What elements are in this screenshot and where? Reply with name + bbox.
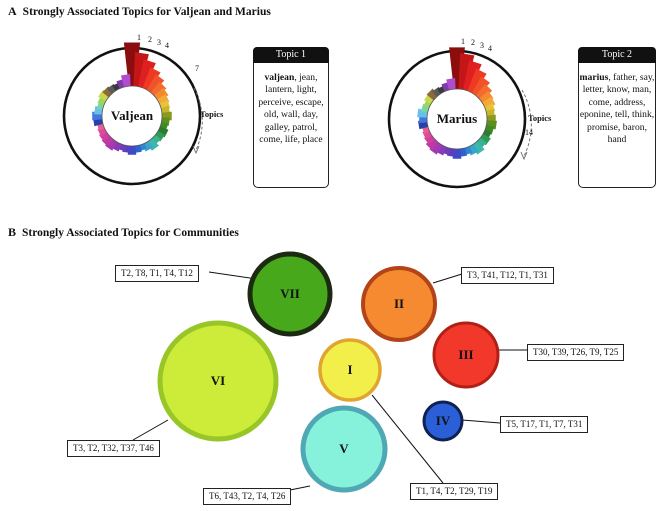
marius-topics-arrow bbox=[521, 89, 532, 157]
topic-2-box: Topic 2 marius, father, say, letter, kno… bbox=[578, 47, 656, 188]
topic-bar bbox=[157, 126, 169, 138]
topic-bar bbox=[146, 74, 165, 94]
topic-bar bbox=[101, 134, 114, 147]
community-vii-topics: T2, T8, T1, T4, T12 bbox=[115, 265, 199, 282]
connector-ii bbox=[432, 273, 463, 284]
topic-bar bbox=[105, 138, 118, 151]
panel-b-letter: B bbox=[8, 225, 17, 239]
topic-bar bbox=[479, 133, 491, 146]
community-ii-label: II bbox=[393, 296, 405, 311]
valjean-rank-3: 3 bbox=[157, 38, 161, 47]
valjean-arrow-head bbox=[192, 145, 200, 155]
marius-arrow-head bbox=[520, 151, 528, 161]
panel-a-title: A Strongly Associated Topics for Valjean … bbox=[8, 4, 271, 19]
community-v-topics: T6, T43, T2, T4, T26 bbox=[203, 488, 292, 505]
connector-iv bbox=[461, 419, 501, 424]
topic-bar bbox=[425, 137, 439, 151]
community-vi-circle bbox=[157, 320, 279, 442]
community-connectors bbox=[132, 271, 528, 494]
community-ii-topics: T3, T41, T12, T1, T31 bbox=[461, 267, 554, 284]
topic-1-box: Topic 1 valjean, jean, lantern, light, p… bbox=[253, 47, 329, 188]
connector-vi bbox=[132, 419, 169, 441]
community-i-circle bbox=[318, 338, 382, 402]
marius-inner-circle bbox=[426, 88, 488, 150]
panel-b-title: B Strongly Associated Topics for Communit… bbox=[8, 225, 239, 240]
community-iii-circle bbox=[432, 321, 500, 389]
topic-2-keyword: marius bbox=[579, 72, 609, 83]
panel-a-title-text: Strongly Associated Topics for Valjean a… bbox=[22, 6, 271, 18]
marius-radial-chart bbox=[387, 47, 532, 189]
topic-2-words: marius, father, say, letter, know, man, … bbox=[579, 66, 655, 146]
topic-bar bbox=[479, 90, 494, 105]
topic-bar bbox=[429, 141, 443, 155]
topic-bar bbox=[463, 60, 482, 92]
marius-topics-label: Topics bbox=[528, 113, 552, 123]
community-i-label: I bbox=[347, 362, 353, 377]
panel-a-letter: A bbox=[8, 4, 17, 18]
marius-topic-bars bbox=[417, 47, 497, 159]
topic-2-header: Topic 2 bbox=[578, 47, 656, 63]
topic-bar bbox=[471, 141, 485, 155]
topic-1-other-words: , jean, lantern, light, perceive, escape… bbox=[258, 72, 324, 146]
topic-1-keyword: valjean bbox=[264, 72, 295, 83]
topic-1-header: Topic 1 bbox=[253, 47, 329, 63]
topic-bar bbox=[150, 81, 167, 98]
community-iv-topics: T5, T17, T1, T7, T31 bbox=[500, 416, 589, 433]
topic-bar bbox=[120, 74, 131, 88]
panel-b-title-text: Strongly Associated Topics for Communiti… bbox=[22, 227, 239, 239]
community-vi-label: VI bbox=[210, 373, 226, 388]
community-vii-label: VII bbox=[280, 286, 300, 301]
marius-rank-3: 3 bbox=[480, 41, 484, 50]
topic-bar bbox=[146, 138, 159, 151]
topic-bar bbox=[435, 144, 447, 156]
marius-rank-4: 4 bbox=[488, 44, 492, 53]
connector-i bbox=[371, 394, 444, 484]
community-iv-circle bbox=[422, 400, 464, 442]
marius-rank-extra: 14 bbox=[525, 128, 533, 137]
topic-bar bbox=[446, 78, 456, 91]
community-vi-topics: T3, T2, T32, T37, T46 bbox=[67, 440, 160, 457]
community-ii-circle bbox=[361, 266, 437, 342]
valjean-topics-arrow bbox=[193, 87, 203, 151]
topic-bar bbox=[111, 141, 122, 152]
topic-bar bbox=[138, 59, 156, 89]
topic-bar bbox=[154, 130, 166, 142]
community-i-topics: T1, T4, T2, T29, T19 bbox=[410, 483, 499, 500]
community-iii-topics: T30, T39, T26, T9, T25 bbox=[527, 344, 625, 361]
valjean-center-label: Valjean bbox=[110, 108, 154, 123]
valjean-rank-1: 1 bbox=[137, 33, 141, 42]
valjean-inner-circle bbox=[101, 85, 163, 147]
community-circles bbox=[157, 251, 500, 493]
valjean-radial-chart bbox=[62, 42, 203, 186]
topic-bar bbox=[475, 83, 493, 101]
community-v-label: V bbox=[339, 441, 349, 456]
valjean-topics-label: Topics bbox=[200, 109, 224, 119]
topic-bar bbox=[471, 76, 490, 97]
topic-bar bbox=[142, 67, 161, 91]
marius-rank-1: 1 bbox=[461, 37, 465, 46]
valjean-rank-2: 2 bbox=[148, 35, 152, 44]
community-vii-circle bbox=[247, 251, 333, 337]
topic-bar bbox=[98, 89, 110, 102]
topic-bar bbox=[467, 68, 487, 94]
topic-2-other-words: , father, say, letter, know, man, come, … bbox=[579, 72, 655, 146]
marius-center-label: Marius bbox=[436, 111, 478, 126]
topic-bar bbox=[154, 87, 169, 102]
topic-bar bbox=[423, 93, 435, 105]
connector-vii bbox=[208, 271, 258, 280]
marius-rank-2: 2 bbox=[471, 38, 475, 47]
community-iv-label: IV bbox=[435, 413, 451, 428]
community-iii-label: III bbox=[458, 347, 474, 362]
valjean-rank-extra: 7 bbox=[195, 64, 199, 73]
valjean-rank-4: 4 bbox=[165, 41, 169, 50]
topic-bar bbox=[426, 88, 439, 101]
community-v-circle bbox=[300, 405, 388, 493]
valjean-topic-bars bbox=[92, 42, 172, 155]
topic-1-words: valjean, jean, lantern, light, perceive,… bbox=[254, 66, 328, 146]
